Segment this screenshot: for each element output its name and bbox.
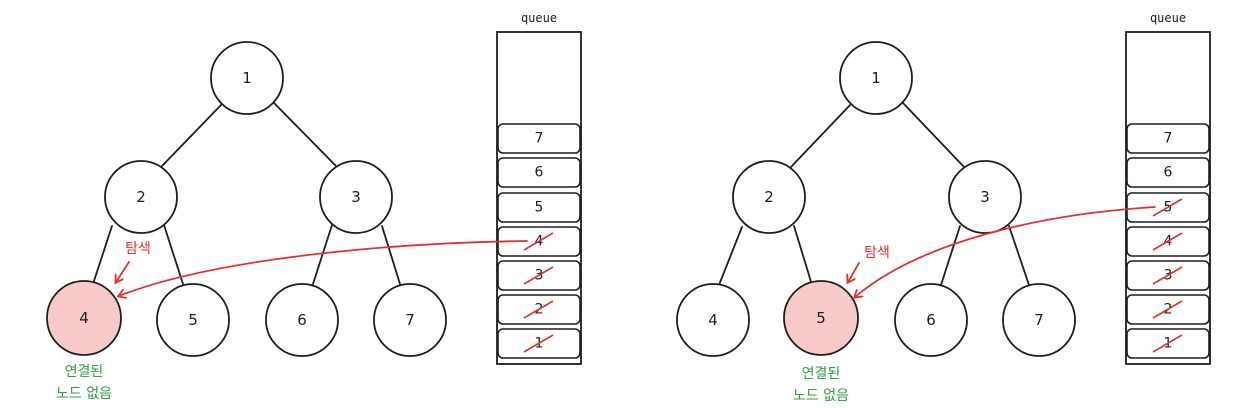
strike-mark — [1152, 198, 1183, 217]
strike-mark — [523, 300, 554, 319]
edge-3-7 — [381, 225, 401, 285]
queue-slot — [497, 157, 581, 188]
node-label: 2 — [764, 188, 774, 206]
strike-mark — [523, 266, 554, 285]
queue-slot — [1126, 157, 1210, 188]
node-label: 4 — [708, 311, 718, 329]
dequeued-strike-marks — [523, 232, 554, 353]
edge-2-5 — [163, 224, 184, 285]
edge-2-5 — [793, 225, 813, 286]
explore-pointer-arrow — [116, 261, 130, 282]
queue-item: 7 — [535, 131, 544, 147]
explore-arrow — [119, 240, 528, 296]
node-label: 5 — [188, 311, 198, 329]
queue-slots: 7 6 5 4 3 2 1 — [497, 123, 581, 359]
tree-node-5: 5 — [156, 283, 230, 357]
tree-node-2: 2 — [732, 160, 806, 234]
node-label: 4 — [79, 309, 89, 327]
tree-node-7: 7 — [373, 283, 447, 357]
panel-left: 1 2 3 4 5 6 7 queue 7 — [46, 11, 582, 402]
dequeued-strike-marks — [1152, 198, 1183, 353]
node-label: 5 — [816, 309, 826, 327]
tree-node-4-visited: 4 — [46, 280, 122, 356]
strike-mark — [1152, 334, 1183, 353]
tree-node-1: 1 — [210, 41, 284, 115]
node-label: 3 — [351, 188, 361, 206]
edge-1-2 — [161, 103, 223, 167]
queue-item: 6 — [535, 165, 544, 181]
strike-mark — [1152, 232, 1183, 251]
queue-slot — [497, 192, 581, 223]
tree-node-5-visited: 5 — [783, 280, 859, 356]
edge-3-6 — [312, 224, 333, 285]
no-connection-label-line2: 노드 없음 — [56, 386, 112, 402]
tree-node-3: 3 — [948, 160, 1022, 234]
strike-mark — [523, 334, 554, 353]
queue-slot — [1126, 123, 1210, 154]
tree-node-1: 1 — [839, 41, 913, 115]
explore-arrow — [855, 206, 1156, 297]
tree-node-7: 7 — [1002, 283, 1076, 357]
node-label: 6 — [297, 311, 307, 329]
explore-label: 탐색 — [125, 241, 151, 257]
tree-node-2: 2 — [104, 160, 178, 234]
queue-item: 6 — [1164, 165, 1173, 181]
no-connection-label-line1: 연결된 — [65, 364, 104, 380]
node-label: 3 — [980, 188, 990, 206]
tree-node-6: 6 — [894, 283, 968, 357]
edge-1-3 — [273, 102, 339, 169]
queue-item: 5 — [535, 200, 544, 216]
node-label: 2 — [136, 188, 146, 206]
node-label: 7 — [1034, 311, 1044, 329]
no-connection-label-line2: 노드 없음 — [793, 388, 849, 404]
edge-3-6 — [940, 225, 961, 286]
tree-node-4: 4 — [676, 283, 750, 357]
queue-title: queue — [521, 11, 557, 25]
node-label: 7 — [405, 311, 415, 329]
tree-node-6: 6 — [265, 283, 339, 357]
panel-right: 1 2 3 4 5 6 7 queue 7 — [676, 11, 1211, 404]
no-connection-label-line1: 연결된 — [802, 366, 841, 382]
explore-pointer-arrow — [848, 262, 860, 282]
edge-2-4 — [718, 226, 743, 286]
strike-mark — [1152, 300, 1183, 319]
node-label: 1 — [242, 69, 252, 87]
node-label: 1 — [871, 69, 881, 87]
edge-2-4 — [92, 225, 113, 285]
strike-mark — [523, 232, 554, 251]
queue-item: 7 — [1164, 131, 1173, 147]
queue-title: queue — [1150, 11, 1186, 25]
queue-slot — [497, 123, 581, 154]
strike-mark — [1152, 266, 1183, 285]
explore-label: 탐색 — [864, 245, 890, 261]
edge-3-7 — [1008, 225, 1030, 286]
edge-1-2 — [790, 103, 852, 168]
node-label: 6 — [926, 311, 936, 329]
tree-node-3: 3 — [319, 160, 393, 234]
edge-1-3 — [902, 102, 966, 169]
